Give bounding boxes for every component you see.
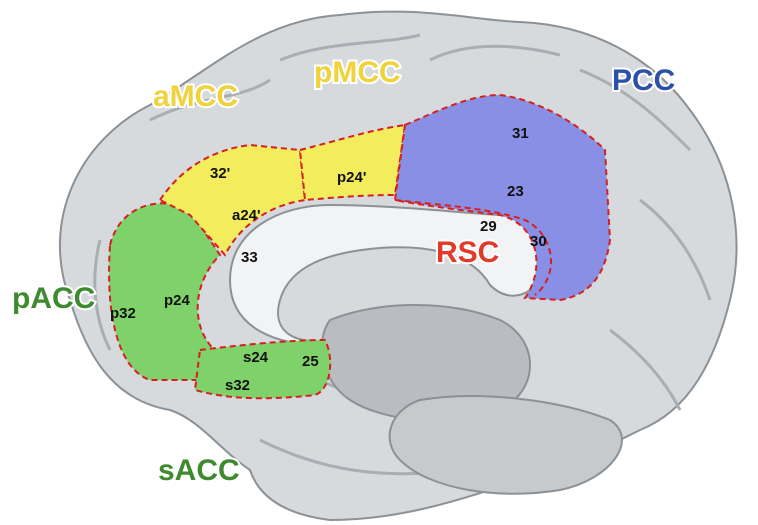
area-29: 29 — [480, 218, 497, 235]
label-amcc: aMCC — [153, 80, 238, 113]
area-s24: s24 — [243, 349, 269, 366]
area-23: 23 — [507, 183, 524, 200]
label-pcc: PCC — [612, 64, 675, 97]
area-p32: p32 — [110, 305, 136, 322]
label-pacc: pACC — [12, 282, 95, 315]
area-p24: p24 — [164, 292, 191, 309]
area-32-prime: 32' — [210, 165, 230, 182]
area-a24-prime: a24' — [232, 207, 261, 224]
area-30: 30 — [530, 233, 547, 250]
label-pmcc: pMCC — [314, 56, 401, 89]
label-sacc: sACC — [158, 454, 240, 487]
area-25: 25 — [302, 353, 319, 370]
area-33: 33 — [241, 249, 258, 266]
area-s32: s32 — [225, 377, 250, 394]
area-p24-prime: p24' — [337, 169, 366, 186]
area-31: 31 — [512, 125, 529, 142]
label-rsc: RSC — [436, 236, 499, 269]
